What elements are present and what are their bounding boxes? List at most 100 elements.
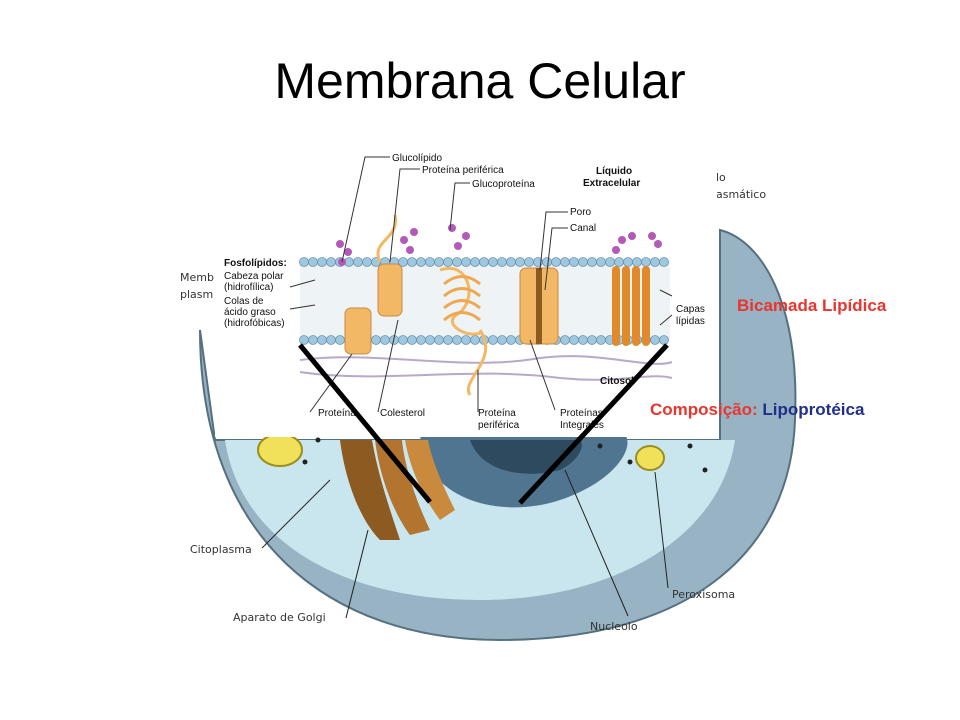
lipid-head <box>551 257 561 267</box>
lipid-head <box>479 257 489 267</box>
lipid-head <box>416 257 426 267</box>
cell-illustration <box>199 228 797 642</box>
lipid-head <box>650 335 660 345</box>
cytoplasm-label: Citoplasma <box>190 543 252 556</box>
pore-label: Poro <box>570 207 592 218</box>
lipid-head <box>659 257 669 267</box>
lipid-head <box>560 335 570 345</box>
lipid-head <box>596 335 606 345</box>
fatty-acid-label-2: ácido graso <box>224 307 276 318</box>
fatty-acid-label-3: (hidrofóbicas) <box>224 318 285 329</box>
lipid-head <box>488 257 498 267</box>
phospholipids-label: Fosfolípidos: <box>224 258 287 269</box>
lipid-head <box>614 257 624 267</box>
lipid-head <box>641 257 651 267</box>
nucleolus-label: Nucleolo <box>590 620 638 633</box>
lipid-head <box>425 335 435 345</box>
lipid-layers-label-2: lípidas <box>676 316 705 327</box>
lipid-head <box>524 257 534 267</box>
lipid-head <box>335 335 345 345</box>
channel-pore <box>536 268 542 344</box>
peripheral-protein-shape <box>377 263 403 317</box>
peroxisome-shape <box>635 445 665 471</box>
polar-head-label-2: (hidrofílica) <box>224 282 273 293</box>
vesicle-yellow <box>257 433 303 467</box>
bilayer-callout: Bicamada Lipídica <box>737 296 887 315</box>
lipid-head <box>470 257 480 267</box>
membrane-inset: Glucolípido Proteína periférica Glucopro… <box>215 145 717 437</box>
golgi-label: Aparato de Golgi <box>233 611 326 624</box>
lipid-head <box>569 257 579 267</box>
lipid-head <box>317 257 327 267</box>
lipid-head <box>542 257 552 267</box>
lipid-head <box>461 257 471 267</box>
lipid-head <box>407 257 417 267</box>
lipid-head <box>452 335 462 345</box>
lipid-head <box>317 335 327 345</box>
integral-protein-bundle <box>612 266 650 346</box>
reticulum-partial-label-2: asmático <box>716 188 766 201</box>
lipid-head <box>632 257 642 267</box>
lipid-head <box>362 257 372 267</box>
lipid-head <box>299 335 309 345</box>
lipid-head <box>461 335 471 345</box>
peroxisome-label: Peroxisoma <box>672 588 735 601</box>
protein-shape <box>344 307 372 355</box>
pointer-line-left <box>298 343 432 504</box>
lipid-head <box>515 257 525 267</box>
membrane-partial-label-1: Memb <box>180 271 214 284</box>
peripheral-protein-bottom-label-2: periférica <box>478 420 520 431</box>
lipid-head <box>452 257 462 267</box>
composition-label: Composição: <box>650 400 758 419</box>
extracellular-label-1: Líquido <box>596 166 632 177</box>
lipid-head <box>371 335 381 345</box>
lipid-head <box>434 335 444 345</box>
lipid-head <box>587 257 597 267</box>
lipid-head <box>578 335 588 345</box>
lipid-head <box>506 335 516 345</box>
lipid-head <box>659 335 669 345</box>
membrane-partial-label-2: plasm <box>180 288 213 301</box>
lipid-head <box>434 257 444 267</box>
peripheral-protein-top-label: Proteína periférica <box>422 165 504 176</box>
fatty-acid-label-1: Colas de <box>224 296 264 307</box>
lipid-head <box>326 335 336 345</box>
pointer-line-right <box>518 343 669 505</box>
extracellular-label-2: Extracelular <box>583 178 640 189</box>
lipid-head <box>623 257 633 267</box>
lipid-head <box>308 335 318 345</box>
glycoprotein-helix <box>443 275 481 322</box>
glycolipid-label: Glucolípido <box>392 153 442 164</box>
lipid-head <box>596 257 606 267</box>
composition-callout: Composição: Lipoprotéica <box>650 400 864 420</box>
slide-title: Membrana Celular <box>274 53 686 109</box>
sugar-chains <box>336 224 662 266</box>
lipid-head <box>308 257 318 267</box>
glycoprotein-label: Glucoproteína <box>472 179 535 190</box>
integral-proteins-label-1: Proteínas <box>560 408 603 419</box>
lipid-head <box>326 257 336 267</box>
cell-label-leaders <box>261 469 669 619</box>
lipid-head <box>299 257 309 267</box>
lipid-head <box>578 257 588 267</box>
lipid-head <box>425 257 435 267</box>
lipid-layers-label-1: Capas <box>676 304 705 315</box>
golgi-shape <box>340 440 455 540</box>
lipid-head <box>380 335 390 345</box>
composition-value: Lipoprotéica <box>762 400 865 419</box>
lipid-head <box>497 335 507 345</box>
lipid-head <box>353 257 363 267</box>
lipid-head <box>569 335 579 345</box>
polar-head-label-1: Cabeza polar <box>224 271 284 282</box>
lipid-head <box>650 257 660 267</box>
lipid-head <box>587 335 597 345</box>
protein-label: Proteína <box>318 408 356 419</box>
lipid-head <box>488 335 498 345</box>
inset-leaders <box>289 156 673 413</box>
lipid-head <box>605 257 615 267</box>
lipid-head <box>407 335 417 345</box>
peripheral-protein-bottom-label-1: Proteína <box>478 408 516 419</box>
lipid-head <box>443 335 453 345</box>
lipid-head <box>497 257 507 267</box>
